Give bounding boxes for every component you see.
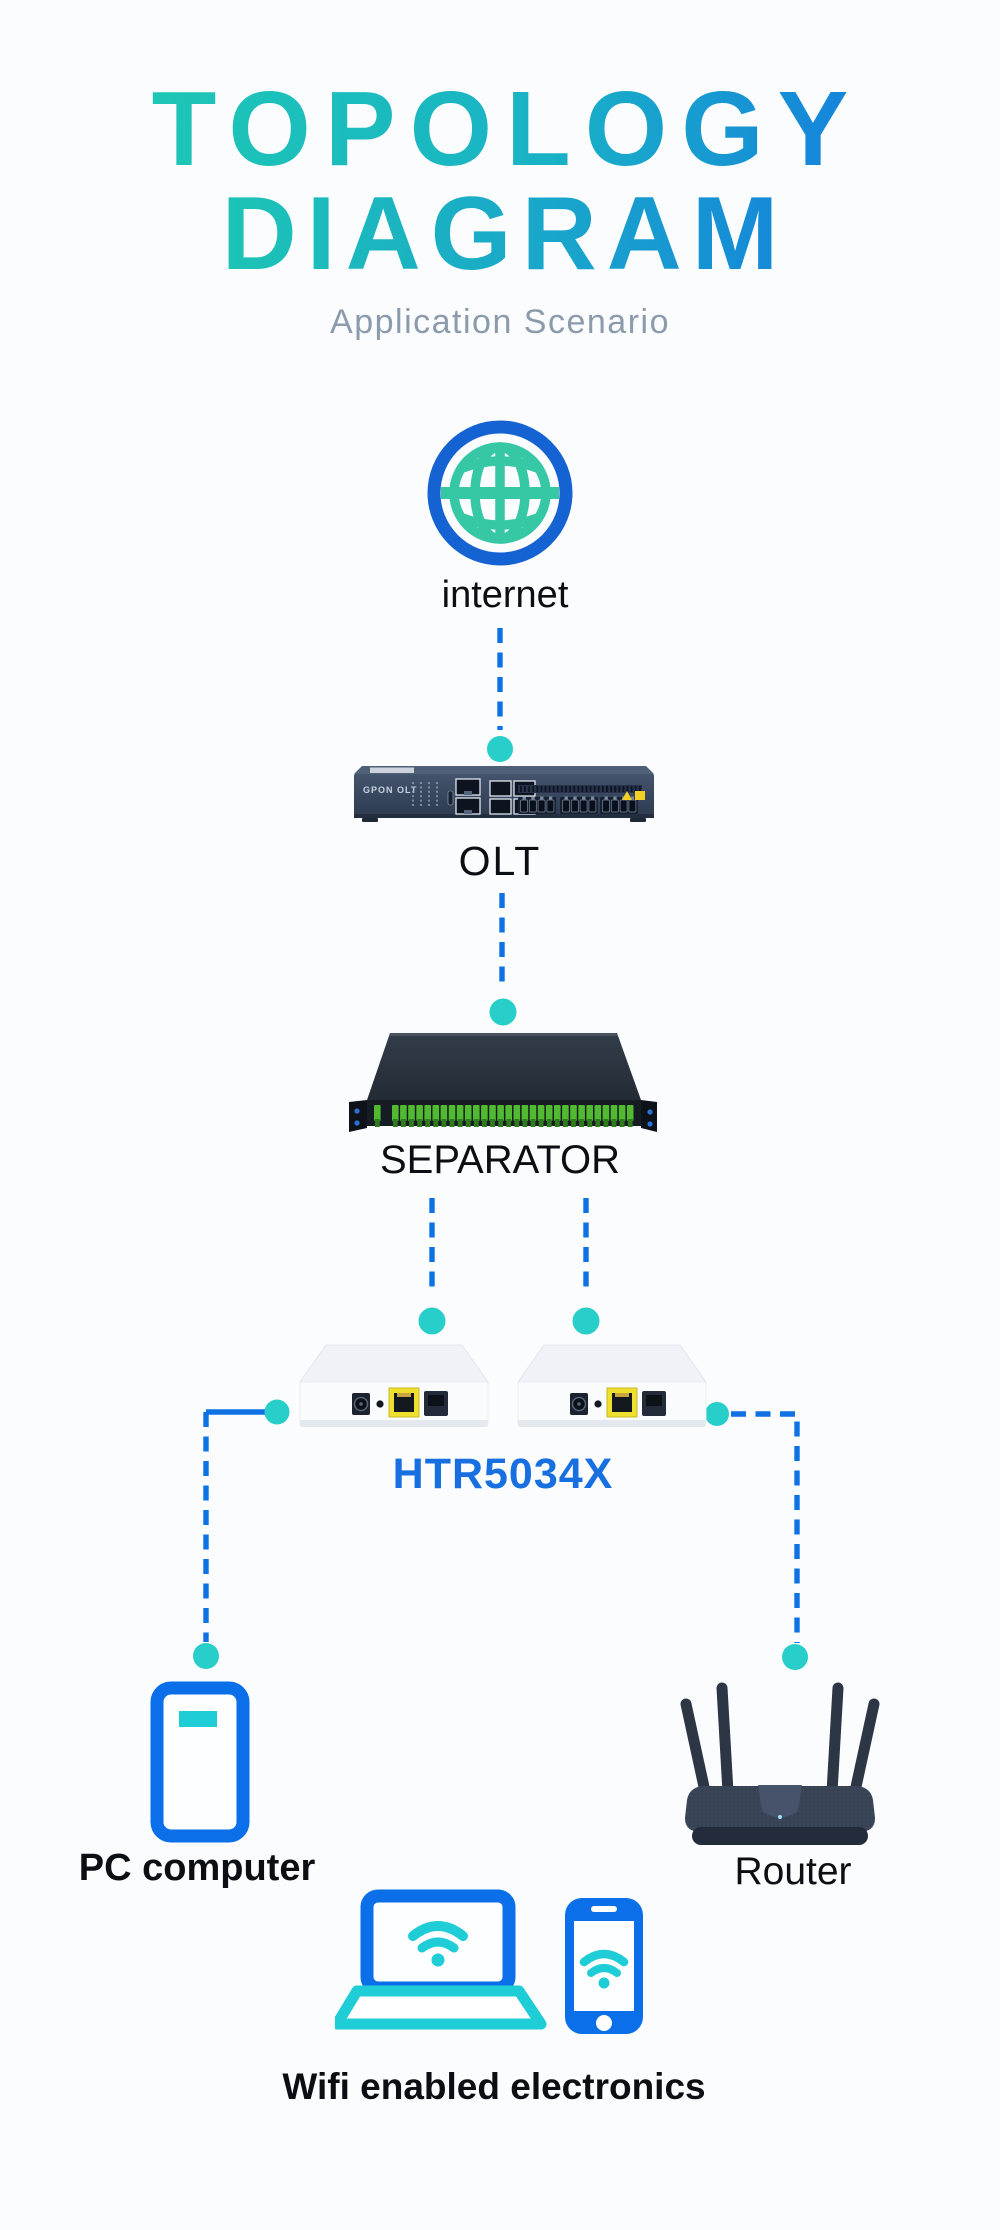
onu-device-image bbox=[299, 1344, 489, 1427]
olt-foot bbox=[630, 818, 646, 822]
edge-onu-right-router bbox=[731, 1411, 800, 1643]
junction-dots bbox=[193, 736, 808, 1670]
olt-device-image: GPON OLT bbox=[354, 766, 654, 822]
router-label: Router bbox=[734, 1850, 852, 1893]
junction-dot bbox=[705, 1402, 729, 1426]
olt-device-text: GPON OLT bbox=[363, 785, 417, 795]
onu-dc-jack bbox=[570, 1393, 588, 1415]
fiber-splitter-device-image bbox=[349, 1033, 657, 1132]
wifi-devices-label: Wifi enabled electronics bbox=[282, 2066, 706, 2107]
smartphone-wifi-icon bbox=[565, 1898, 643, 2034]
globe-icon bbox=[427, 420, 573, 566]
separator-mount-ear bbox=[641, 1100, 657, 1132]
pc-label: PC computer bbox=[78, 1847, 316, 1889]
olt-vent-grille bbox=[518, 785, 642, 793]
olt-label: OLT bbox=[458, 838, 542, 884]
onu-dc-jack bbox=[352, 1393, 370, 1415]
onu-reset-button bbox=[594, 1400, 602, 1408]
onu-pon-port bbox=[424, 1391, 448, 1416]
junction-dot bbox=[487, 736, 513, 762]
internet-label: internet bbox=[441, 574, 569, 616]
page-title-line1: TOPOLOGY bbox=[0, 76, 1000, 182]
onu-reset-button bbox=[376, 1400, 384, 1408]
junction-dot bbox=[572, 1307, 600, 1335]
junction-dot bbox=[489, 998, 517, 1026]
router-device-image bbox=[680, 1682, 880, 1845]
page-title-line2: DIAGRAM bbox=[0, 182, 1000, 286]
onu-lan-port-yellow bbox=[606, 1387, 638, 1418]
onu-pon-port bbox=[642, 1391, 666, 1416]
junction-dot bbox=[264, 1399, 290, 1425]
junction-dot bbox=[782, 1644, 808, 1670]
olt-warning-label bbox=[622, 791, 645, 800]
page-subtitle: Application Scenario bbox=[330, 303, 670, 341]
olt-usb-slot bbox=[447, 790, 454, 806]
separator-mount-ear bbox=[349, 1100, 367, 1132]
olt-label-sticker bbox=[370, 767, 414, 773]
separator-label: SEPARATOR bbox=[379, 1138, 621, 1182]
wifi-devices-icons bbox=[335, 1889, 643, 2034]
onu-device-image bbox=[517, 1344, 707, 1427]
pc-tower-icon bbox=[150, 1681, 250, 1843]
olt-foot bbox=[362, 818, 378, 822]
olt-led-indicators bbox=[412, 782, 438, 806]
router-led bbox=[778, 1815, 782, 1819]
separator-fiber-connectors bbox=[374, 1105, 634, 1127]
onu-lan-port-yellow bbox=[388, 1387, 420, 1418]
laptop-wifi-icon bbox=[335, 1889, 547, 2030]
router-shield-panel bbox=[758, 1785, 802, 1818]
olt-sfp-ports bbox=[518, 796, 638, 814]
junction-dot bbox=[418, 1307, 446, 1335]
junction-dot bbox=[193, 1643, 219, 1669]
onu-model-label: HTR5034X bbox=[392, 1450, 614, 1498]
router-antennas bbox=[680, 1682, 880, 1802]
